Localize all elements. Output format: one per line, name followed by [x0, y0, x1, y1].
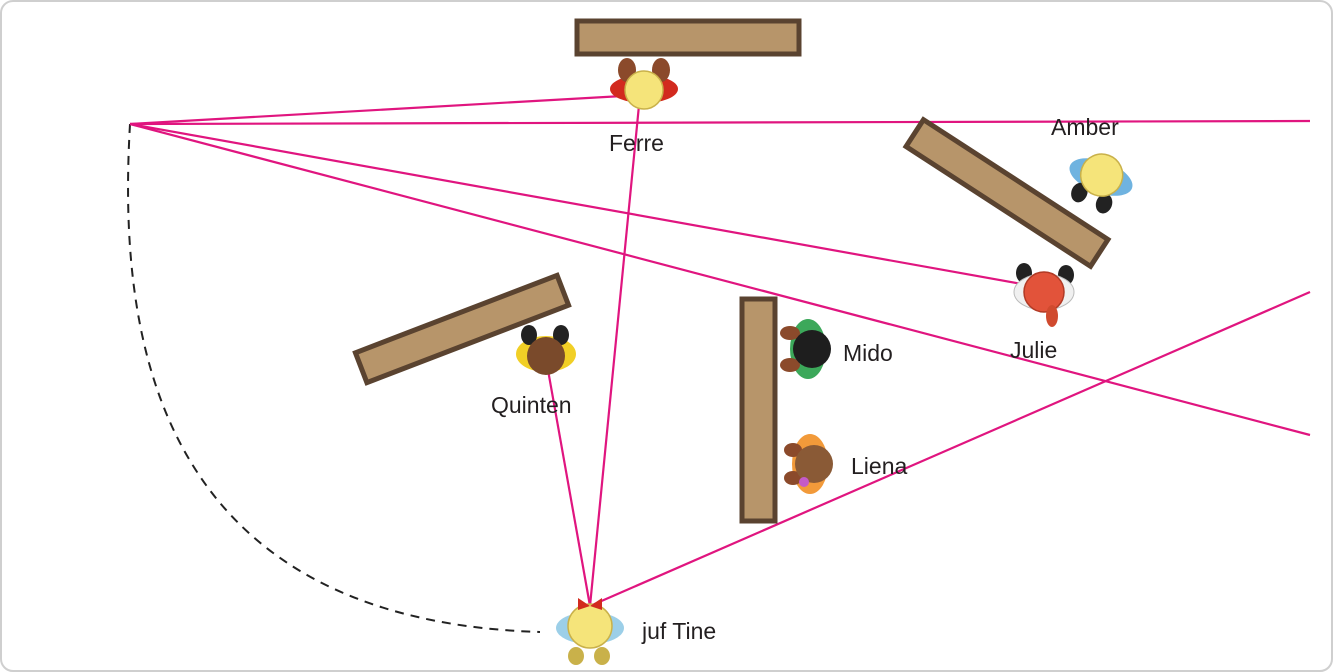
mido-head — [793, 330, 831, 368]
julie-ponytail — [1046, 305, 1058, 327]
child-julie — [1013, 263, 1075, 327]
liena-shoe-top — [784, 443, 802, 457]
sight-line-tine-quinten — [546, 369, 592, 607]
quinten-shoe-right — [553, 325, 569, 345]
sight-line-lower — [129, 122, 1311, 437]
liena-bow — [799, 477, 809, 487]
child-quinten — [516, 325, 576, 375]
child-liena — [784, 434, 833, 494]
desk-top — [574, 18, 802, 57]
tine-shoe-left — [568, 647, 584, 665]
label-liena: Liena — [851, 453, 907, 479]
desks — [352, 18, 1112, 524]
child-mido — [780, 319, 831, 379]
label-mido: Mido — [843, 340, 893, 366]
label-julie: Julie — [1010, 337, 1057, 363]
label-ferre: Ferre — [609, 130, 664, 156]
julie-head — [1023, 271, 1065, 313]
child-amber — [1069, 153, 1133, 214]
teacher-tine — [556, 598, 624, 665]
label-tine: juf Tine — [641, 618, 716, 644]
liena-head — [795, 445, 833, 483]
tine-bow — [578, 598, 602, 610]
amber-shoe-right — [1095, 193, 1113, 214]
desk-left-diagonal — [352, 272, 572, 386]
sight-lines — [129, 93, 1311, 608]
amber-head — [1079, 153, 1124, 197]
sight-line-to-ferre — [129, 93, 641, 126]
sight-line-horizon — [129, 119, 1311, 126]
mido-shoe-top — [780, 326, 800, 340]
quinten-head — [527, 337, 565, 375]
ferre-head — [624, 70, 664, 110]
child-ferre — [610, 58, 678, 110]
amber-shoe-left — [1071, 182, 1088, 203]
sight-line-tine-ferre — [588, 94, 642, 607]
desk-center-vertical — [739, 296, 778, 524]
label-quinten: Quinten — [491, 392, 572, 418]
liena-shoe-bottom — [784, 471, 802, 485]
quinten-shoe-left — [521, 325, 537, 345]
sight-line-to-julie — [129, 122, 1045, 290]
tine-head — [567, 603, 613, 649]
desk-right-diagonal — [902, 116, 1112, 270]
label-amber: Amber — [1051, 114, 1119, 140]
tine-shoe-right — [594, 647, 610, 665]
sight-line-tine-right — [589, 290, 1311, 608]
mido-shoe-bottom — [780, 358, 800, 372]
